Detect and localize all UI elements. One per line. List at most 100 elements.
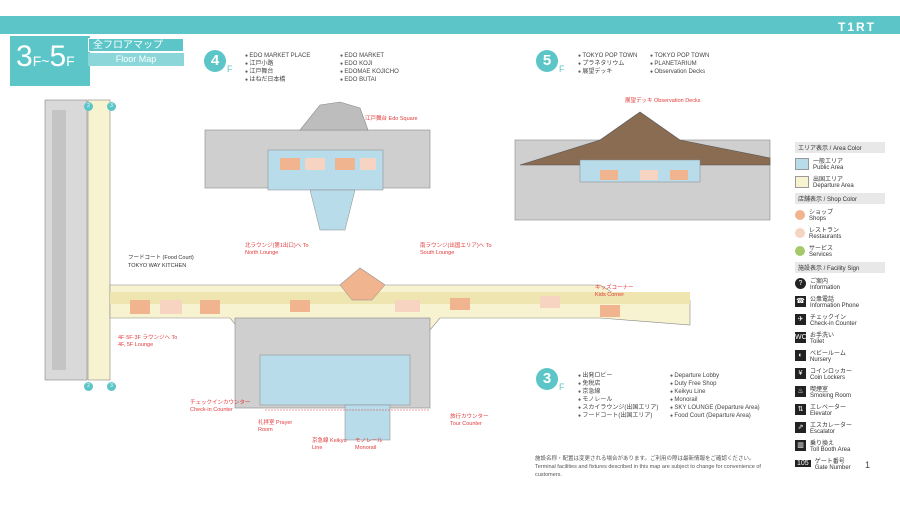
dir-item: 出発ロビー bbox=[578, 372, 658, 380]
swatch-services bbox=[795, 245, 805, 256]
floor-4-badge: 4 bbox=[204, 50, 226, 72]
left-pier bbox=[44, 99, 111, 381]
dir-item: 免税店 bbox=[578, 380, 658, 388]
escalator-icon: ⇗ bbox=[795, 422, 806, 433]
dir-item: スカイラウンジ(出国エリア) bbox=[578, 404, 658, 412]
dir-item: EDO MARKET PLACE bbox=[245, 52, 310, 60]
dir-item: Food Court (Departure Area) bbox=[670, 412, 760, 420]
floor-3-suffix: F bbox=[559, 382, 565, 392]
gate-marker: 3 bbox=[107, 382, 116, 391]
map-subtitle: Floor Map bbox=[88, 53, 184, 66]
dir-item: Monorail bbox=[670, 396, 760, 404]
callout-keikyu: 京急線 Keikyu Line bbox=[312, 438, 347, 451]
dir-item: PLANETARIUM bbox=[650, 60, 709, 68]
floor-5-directory-en: TOKYO POP TOWN PLANETARIUM Observation D… bbox=[650, 52, 709, 76]
dir-item: 江戸舞台 bbox=[245, 68, 310, 76]
dir-item: SKY LOUNGE (Departure Area) bbox=[670, 404, 759, 412]
terminal-name: T1RT bbox=[838, 20, 876, 34]
floor-4-directory-jp: EDO MARKET PLACE 江戸小路 江戸舞台 はねだ日本橋 bbox=[245, 52, 310, 84]
floor-5-badge: 5 bbox=[536, 50, 558, 72]
checkin-icon: ✈ bbox=[795, 314, 806, 325]
dir-item: TOKYO POP TOWN bbox=[578, 52, 637, 60]
floor-5-plan bbox=[514, 111, 771, 221]
floor-range: 3F~5F bbox=[16, 40, 75, 73]
dir-item: プラネタリウム bbox=[578, 60, 637, 68]
gate-number-icon: 105 bbox=[795, 460, 811, 467]
dir-item: 江戸小路 bbox=[245, 60, 310, 68]
header-bar bbox=[0, 16, 900, 34]
dir-item: EDO MARKET bbox=[340, 52, 399, 60]
dir-item: 京急線 bbox=[578, 388, 658, 396]
gate-marker: 2 bbox=[84, 102, 93, 111]
callout-food-court: フードコート (Food Court) bbox=[128, 255, 194, 261]
callout-south-lounge: 南ラウンジ(出国エリア)へ To South Lounge bbox=[420, 243, 492, 256]
floor-5-suffix: F bbox=[559, 64, 565, 74]
dir-item: TOKYO POP TOWN bbox=[650, 52, 709, 60]
floor-3-badge: 3 bbox=[536, 368, 558, 390]
dir-item: Departure Lobby bbox=[670, 372, 760, 380]
swatch-departure bbox=[795, 175, 809, 188]
floor-4-plan bbox=[204, 101, 431, 231]
floor-4-suffix: F bbox=[227, 64, 233, 74]
transfer-icon: ▥ bbox=[795, 440, 806, 451]
swatch-public bbox=[795, 157, 809, 170]
floor-range-box: 3F~5F bbox=[10, 36, 90, 86]
callout-north-lounge: 北ラウンジ(第1出口)へ To North Lounge bbox=[245, 243, 309, 256]
floor-3-plan bbox=[109, 267, 691, 441]
callout-tour-counter: 旅行カウンター Tour Counter bbox=[450, 414, 489, 427]
information-icon: ? bbox=[795, 278, 806, 289]
nursery-icon: ◐ bbox=[795, 350, 806, 361]
callout-edo-square: 江戸舞台 Edo Square bbox=[365, 116, 418, 122]
dir-item: EDO BUTAI bbox=[340, 76, 399, 84]
dir-item: Keikyu Line bbox=[670, 388, 760, 396]
floor-3-directory-jp: 出発ロビー 免税店 京急線 モノレール スカイラウンジ(出国エリア) フードコー… bbox=[578, 372, 658, 420]
floor-4-directory-en: EDO MARKET EDO KOJI EDOMAE KOJICHO EDO B… bbox=[340, 52, 399, 84]
dir-item: はねだ日本橋 bbox=[245, 76, 310, 84]
callout-kids-corner: キッズコーナー Kids Corner bbox=[595, 285, 634, 298]
dir-item: Observation Decks bbox=[650, 68, 709, 76]
toilet-icon: WC bbox=[795, 332, 807, 343]
dir-item: EDOMAE KOJICHO bbox=[340, 68, 398, 76]
swatch-restaurants bbox=[795, 227, 805, 238]
phone-icon: ☎ bbox=[795, 296, 806, 307]
floor-5-directory-jp: TOKYO POP TOWN プラネタリウム 展望デッキ bbox=[578, 52, 637, 76]
callout-food-court-2: TOKYO WAY KITCHEN bbox=[128, 263, 187, 269]
map-title: 全フロアマップ bbox=[88, 38, 184, 52]
gate-marker: 2 bbox=[84, 382, 93, 391]
gate-marker: 3 bbox=[107, 102, 116, 111]
callout-observation-decks: 展望デッキ Observation Decks bbox=[625, 98, 701, 104]
floor-3-directory-en: Departure Lobby Duty Free Shop Keikyu Li… bbox=[670, 372, 760, 420]
dir-item: モノレール bbox=[578, 396, 658, 404]
dir-item: EDO KOJI bbox=[340, 60, 399, 68]
swatch-shops bbox=[795, 209, 805, 220]
legend-shop-head: 店舗表示 / Shop Color bbox=[795, 193, 885, 204]
callout-monorail: モノレール Monorail bbox=[355, 438, 383, 451]
legend-facility-head: 施設表示 / Facility Sign bbox=[795, 262, 885, 273]
dir-item: フードコート(出国エリア) bbox=[578, 412, 658, 420]
elevator-icon: ⇅ bbox=[795, 404, 806, 415]
callout-prayer-room: 礼拝室 Prayer Room bbox=[258, 420, 293, 433]
dir-item: Duty Free Shop bbox=[670, 380, 760, 388]
dir-item: 展望デッキ bbox=[578, 68, 637, 76]
footnote: 施設名称・配置は変更される場合があります。ご利用の際は最新情報をご確認ください。… bbox=[535, 456, 761, 478]
smoking-icon: ♨ bbox=[795, 386, 806, 397]
callout-lounge-west: 4F·5F·3F ラウンジへ To 4F, 5F Lounge bbox=[118, 335, 178, 348]
page-number: 1 bbox=[864, 460, 870, 470]
